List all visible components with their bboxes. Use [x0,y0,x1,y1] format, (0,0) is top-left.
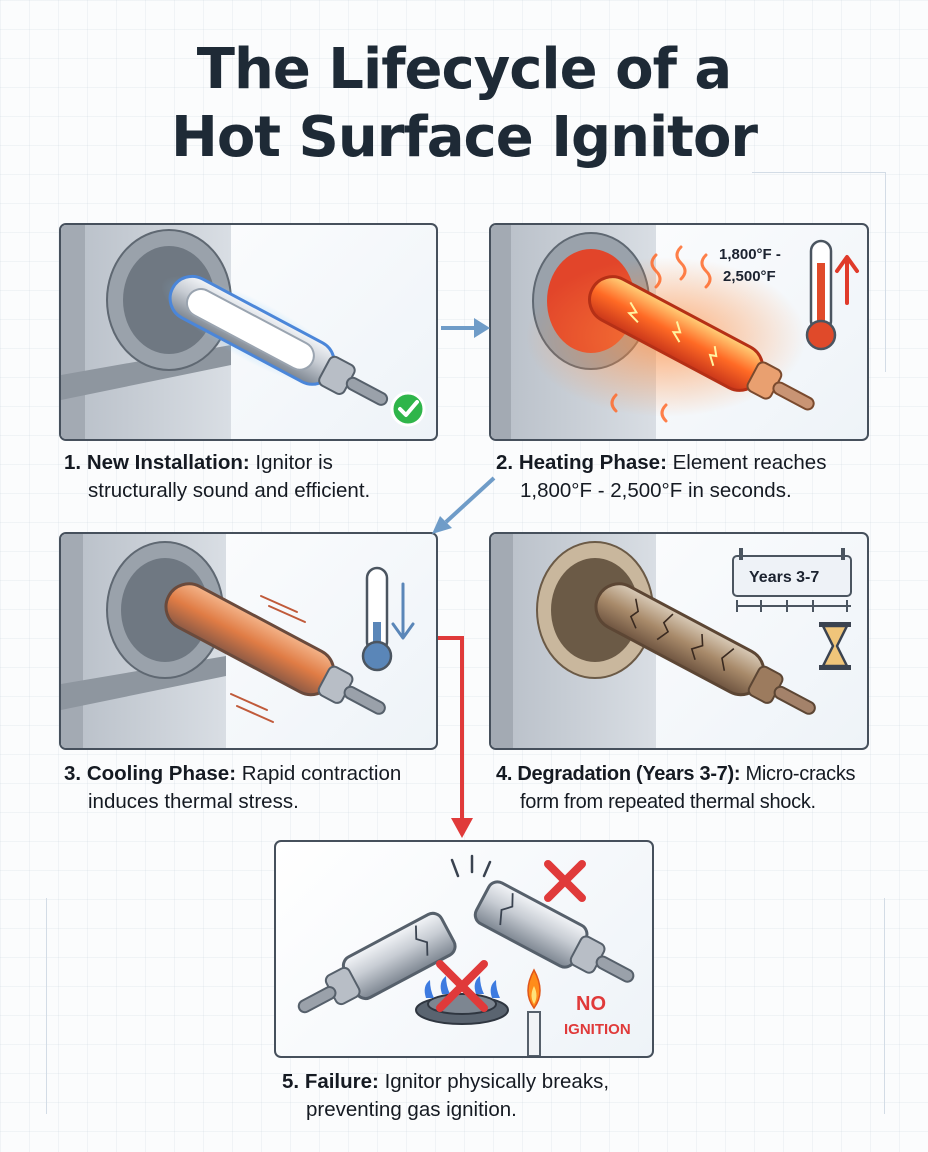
frame-line-right [885,172,886,372]
hourglass-icon [819,622,851,670]
frame-line-top-right [752,172,886,173]
lighter-flame-icon [527,968,541,1056]
frame-line-bottom-right [884,898,885,1114]
timeline-scale [736,600,851,612]
step-4-text-2: form from repeated thermal shock. [520,791,816,813]
temp-label-line1: 1,800°F - [719,246,781,263]
no-label: NO [576,993,606,1015]
caption-step-4: 4. Degradation (Years 3-7): Micro-cracks… [496,760,856,816]
arrow-step2-to-step3 [432,476,496,534]
check-circle-icon [390,391,426,427]
step-5-heading: Failure: [304,1070,379,1093]
step-1-text-2: structurally sound and efficient. [88,479,371,502]
panel-heating-phase: 1,800°F - 2,500°F [489,223,869,441]
temp-label-line2: 2,500°F [723,268,776,285]
step-2-text-2: 1,800°F - 2,500°F in seconds. [520,479,792,502]
arrow-step1-to-step2 [441,318,490,338]
red-x-icon [544,860,586,902]
thermometer-up-icon [805,239,859,351]
page-title: The Lifecycle of a Hot Surface Ignitor [0,36,928,172]
step-5-text-2: preventing gas ignition. [306,1098,517,1121]
step-2-heading: Heating Phase: [518,451,667,474]
caption-step-5: 5. Failure: Ignitor physically breaks, p… [282,1068,609,1124]
step-3-number: 3. [64,762,82,785]
thermometer-down-icon [361,566,415,672]
step-4-text-1: Micro-cracks [745,763,856,785]
title-line-1: The Lifecycle of a [196,37,732,102]
panel-new-installation [59,223,438,441]
temperature-range-label: 1,800°F - 2,500°F [719,246,781,285]
panel-cooling-phase [59,532,438,750]
title-line-2: Hot Surface Ignitor [170,105,758,170]
caption-step-3: 3. Cooling Phase: Rapid contraction indu… [64,760,401,816]
step-5-text-1: Ignitor physically breaks, [384,1070,610,1093]
ignition-label: IGNITION [564,1021,631,1038]
calendar-icon: Years 3-7 [732,548,852,597]
frame-line-bottom-left [46,898,47,1114]
arrow-step3-to-step5 [438,636,473,838]
step-1-heading: New Installation: [86,451,250,474]
step-3-heading: Cooling Phase: [86,762,237,785]
gas-burner-icon [415,960,509,1025]
step-1-text-1: Ignitor is [255,451,333,474]
caption-step-2: 2. Heating Phase: Element reaches 1,800°… [496,449,826,505]
step-3-text-2: induces thermal stress. [88,790,299,813]
caption-step-1: 1. New Installation: Ignitor is structur… [64,449,370,505]
step-2-number: 2. [496,451,514,474]
panel-degradation: Years 3-7 [489,532,869,750]
step-5-number: 5. [282,1070,300,1093]
step-2-text-1: Element reaches [672,451,827,474]
step-4-number: 4. [496,763,513,785]
calendar-label: Years 3-7 [749,569,819,586]
step-1-number: 1. [64,451,82,474]
step-4-heading: Degradation (Years 3-7): [517,763,741,785]
panel-failure: NO IGNITION [274,840,654,1058]
step-3-text-1: Rapid contraction [241,762,402,785]
